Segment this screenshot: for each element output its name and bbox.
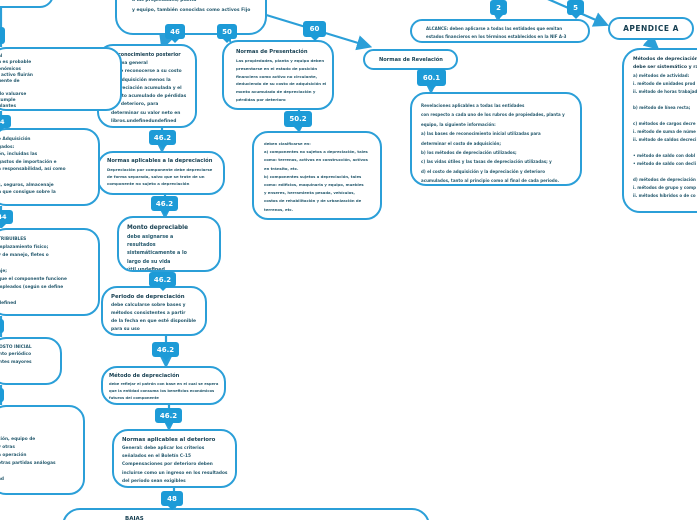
node-reconocimiento-title: Reconocimiento posterior [111,53,181,58]
node-revelaciones-detalle[interactable]: Revelaciones aplicables a todas las enti… [410,92,582,186]
node-left-fragment-3[interactable]: TRIBUIBLES mplazamiento físico; y de man… [0,228,100,316]
node-reconocimiento-body: Norma general debe reconocerse a su cost… [111,61,187,125]
node-metodo-depreciacion[interactable]: Método de depreciación debe reflejar el … [101,366,226,405]
connector-apendice-to-metodos [642,33,660,50]
node-left-fragment-4-body: COSTO INICIAL ento periódico entes mayor… [0,345,32,365]
node-left-fragment-1[interactable]: al n es probable onómicos l activo fluir… [0,47,122,111]
node-normas-depreciacion[interactable]: Normas aplicables a la depreciación Depr… [97,151,225,195]
node-periodo-title: Periodo de depreciación [111,294,185,300]
badge-46-2-c[interactable]: 46.2 [149,272,176,291]
node-left-fragment-3-body: TRIBUIBLES mplazamiento físico; y de man… [0,237,67,306]
badge-60-1[interactable]: 60.1 [417,69,446,90]
badge-46[interactable]: 46 [165,24,185,43]
node-normas-revelacion[interactable]: Normas de Revelación [363,49,458,70]
node-deterioro-title: Normas aplicables al deterioro [122,437,216,443]
node-normas-depreciacion-title: Normas aplicables a la depreciación [107,158,213,164]
node-apendice-title: APENDICE A [623,24,679,33]
node-top-fragment[interactable]: a las propiedades, planta y equipo, tamb… [115,0,267,35]
node-revelaciones-detalle-body: Revelaciones aplicables a todas las enti… [421,103,565,184]
badge-50[interactable]: 50 [217,24,237,43]
node-presentacion-title: Normas de Presentación [236,49,308,55]
node-bajas-title: BAJAS [125,516,144,520]
badge-60[interactable]: 60 [303,21,326,41]
badge-44-lower[interactable]: 44 [0,210,13,228]
badge-46-2-e[interactable]: 46.2 [155,408,182,427]
node-left-fragment-4[interactable]: COSTO INICIAL ento periódico entes mayor… [0,337,62,385]
badge-2[interactable]: 2 [490,0,507,19]
node-alcance[interactable]: ALCANCE: deben aplicarse a todas las ent… [410,19,590,43]
node-clasificacion-componentes[interactable]: deben clasificarse en: a) componentes no… [252,131,382,220]
node-normas-depreciacion-body: Depreciación por componente debe depreci… [107,167,213,187]
node-deterioro-body: General: debe aplicar los criterios seña… [122,446,228,484]
node-left-fragment-2[interactable]: e Adquisición gados: ón, incluidas las g… [0,128,100,206]
badge-sliver-1[interactable] [0,27,5,44]
node-left-fragment-2-body: e Adquisición gados: ón, incluidas las g… [0,137,66,196]
node-alcance-body: ALCANCE: deben aplicarse a todas las ent… [426,26,567,39]
node-metodos-depreciacion[interactable]: Métodos de depreciación debe ser sistemá… [622,48,697,213]
node-monto-depreciable[interactable]: Monto depreciable debe asignarse a resul… [117,216,221,272]
badge-48[interactable]: 48 [161,491,183,510]
node-normas-presentacion[interactable]: Normas de Presentación Las propiedades, … [222,40,334,110]
node-left-fragment-1-body: al n es probable onómicos l activo fluir… [0,54,33,110]
node-revelacion-title: Normas de Revelación [379,56,443,63]
badge-46-2-d[interactable]: 46.2 [152,342,179,361]
node-presentacion-body: Las propiedades, planta y equipo deben p… [236,58,327,102]
badge-5[interactable]: 5 [567,0,584,19]
node-normas-deterioro[interactable]: Normas aplicables al deterioro General: … [112,429,237,488]
node-clasificacion-body: deben clasificarse en: a) componentes no… [264,141,368,212]
node-left-fragment-5-body: ción, equipo de y otras a operación otra… [0,437,56,482]
node-metodo-title: Método de depreciación [109,373,180,379]
node-metodos-title: Métodos de depreciación debe ser sistemá… [633,57,697,70]
node-periodo-body: debe calcularse sobre bases y métodos co… [111,303,197,332]
node-apendice-a[interactable]: APENDICE A [608,17,694,40]
badge-50-2[interactable]: 50.2 [284,111,312,131]
node-metodo-body: debe reflejar el patrón con base en el c… [109,382,219,401]
badge-46-2-b[interactable]: 46.2 [151,196,178,215]
node-left-fragment-5[interactable]: ción, equipo de y otras a operación otra… [0,405,85,495]
node-top-fragment-body: a las propiedades, planta y equipo, tamb… [132,0,251,13]
badge-sliver-3[interactable] [0,388,4,402]
node-monto-title: Monto depreciable [127,225,189,231]
node-metodos-body: a) métodos de actividad: i. método de un… [633,73,697,198]
node-periodo-depreciacion[interactable]: Periodo de depreciación debe calcularse … [101,286,207,336]
node-bajas[interactable]: BAJAS [62,508,430,520]
badge-sliver-2[interactable] [0,319,4,333]
node-monto-body: debe asignarse a resultados sistemáticam… [127,235,187,272]
badge-44-upper[interactable]: 44 [0,115,11,132]
badge-46-2-a[interactable]: 46.2 [149,130,176,149]
